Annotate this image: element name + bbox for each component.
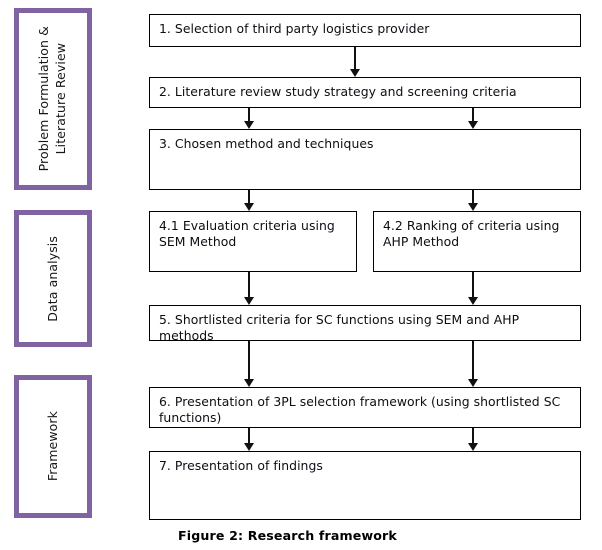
step-text-5: 5. Shortlisted criteria for SC functions…: [159, 312, 520, 344]
arrow-step-1-to-step-2: [349, 47, 361, 77]
step-box-7: 7. Presentation of findings: [149, 451, 581, 520]
arrow-step-2-to-step-3-left: [243, 108, 255, 129]
step-text-6: 6. Presentation of 3PL selection framewo…: [159, 394, 561, 426]
step-text-7: 7. Presentation of findings: [159, 458, 323, 473]
step-box-4-1: 4.1 Evaluation criteria using SEM Method: [149, 211, 357, 272]
phase-box-problem-formulation: Problem Formulation & Literature Review: [14, 8, 92, 190]
arrow-step-4-2-to-step-5: [467, 272, 479, 305]
step-text-4-2: 4.2 Ranking of criteria using AHP Method: [383, 218, 560, 250]
arrow-step-4-1-to-step-5: [243, 272, 255, 305]
arrow-step-5-to-step-6-left: [243, 341, 255, 387]
step-text-1: 1. Selection of third party logistics pr…: [159, 21, 430, 36]
step-box-1: 1. Selection of third party logistics pr…: [149, 14, 581, 47]
phase-label-framework: Framework: [44, 411, 60, 482]
arrow-step-3-to-step-4-2: [467, 190, 479, 211]
step-text-3: 3. Chosen method and techniques: [159, 136, 374, 151]
phase-label-problem-formulation: Problem Formulation & Literature Review: [36, 26, 68, 172]
phase-box-framework: Framework: [14, 375, 92, 518]
phase-label-data-analysis: Data analysis: [44, 235, 60, 322]
step-box-2: 2. Literature review study strategy and …: [149, 77, 581, 108]
step-box-3: 3. Chosen method and techniques: [149, 129, 581, 190]
step-text-2: 2. Literature review study strategy and …: [159, 84, 517, 99]
step-box-4-2: 4.2 Ranking of criteria using AHP Method: [373, 211, 581, 272]
figure-caption: Figure 2: Research framework: [178, 528, 397, 543]
arrow-step-3-to-step-4-1: [243, 190, 255, 211]
arrow-step-2-to-step-3-right: [467, 108, 479, 129]
arrow-step-5-to-step-6-right: [467, 341, 479, 387]
step-box-6: 6. Presentation of 3PL selection framewo…: [149, 387, 581, 428]
step-box-5: 5. Shortlisted criteria for SC functions…: [149, 305, 581, 343]
arrow-step-6-to-step-7-left: [243, 428, 255, 451]
phase-box-data-analysis: Data analysis: [14, 210, 92, 347]
arrow-step-6-to-step-7-right: [467, 428, 479, 451]
step-text-4-1: 4.1 Evaluation criteria using SEM Method: [159, 218, 335, 250]
